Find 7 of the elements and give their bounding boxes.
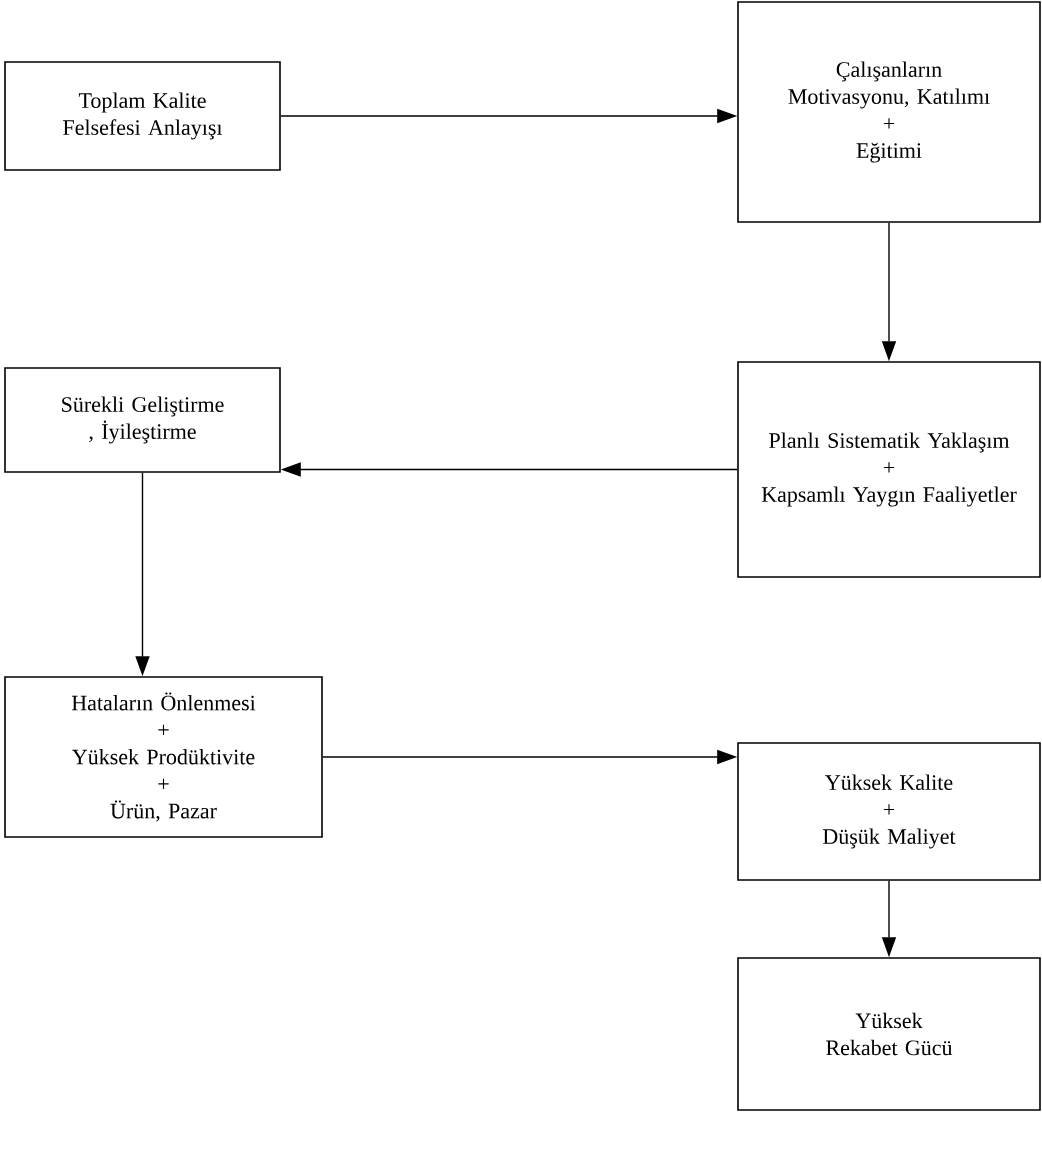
process-box: Planlı Sistematik Yaklaşım + Kapsamlı Yaygın Faaliyetler xyxy=(737,361,1041,578)
process-box: Toplam Kalite Felsefesi Anlayışı xyxy=(4,61,281,171)
process-box: Hataların Önlenmesi + Yüksek Prodüktivite + Ürün, Pazar xyxy=(4,676,323,838)
process-box: Yüksek Kalite + Düşük Maliyet xyxy=(737,742,1041,881)
process-box: Yüksek Rekabet Gücü xyxy=(737,957,1041,1111)
process-box: Çalışanların Motivasyonu, Katılımı + Eğitimi xyxy=(737,1,1041,223)
process-box: Sürekli Geliştirme , İyileştirme xyxy=(4,367,281,473)
